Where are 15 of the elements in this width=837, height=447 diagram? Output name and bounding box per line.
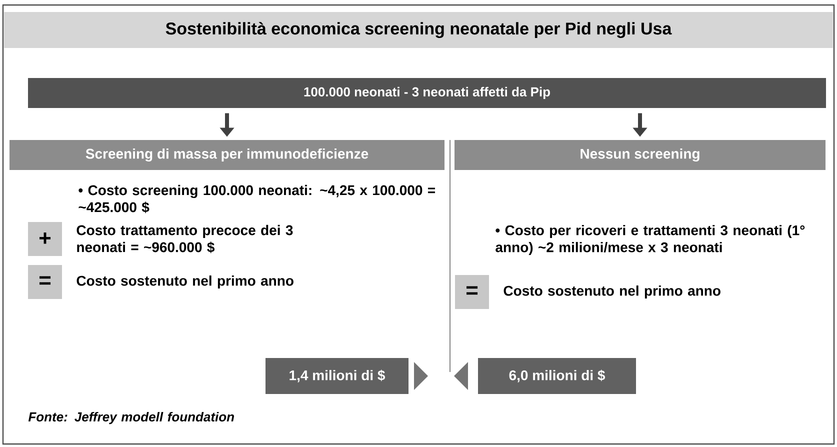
population-bar: 100.000 neonati - 3 neonati affetti da Pip (28, 78, 826, 108)
result-box: 6,0 milioni di $ (478, 358, 636, 394)
beside-text: Costo trattamento precoce dei 3 neonati = ~960.000 $ (76, 224, 293, 254)
operator-box: = (28, 265, 62, 299)
bullet-text: • Costo per ricoveri e trattamenti 3 neonati (1° anno) ~2 milioni/mese x 3 neonati (496, 224, 805, 256)
operator-box: = (455, 275, 489, 309)
beside-text: Costo sostenuto nel primo anno (504, 285, 720, 299)
branch-header: Nessun screening (454, 140, 826, 170)
bullet-text: • Costo screening 100.000 neonati: ~4,25 x 100.000 = ~425.000 $ (78, 184, 435, 214)
operator-box: + (28, 222, 62, 256)
result-box: 1,4 milioni di $ (266, 358, 408, 394)
beside-text: Costo sostenuto nel primo anno (76, 275, 294, 289)
branch-header: Screening di massa per immunodeficienze (10, 140, 444, 170)
title-band: Sostenibilità economica screening neonatale per Pid negli Usa (4, 12, 833, 48)
source-note: Fonte: Jeffrey modell foundation (28, 412, 234, 424)
